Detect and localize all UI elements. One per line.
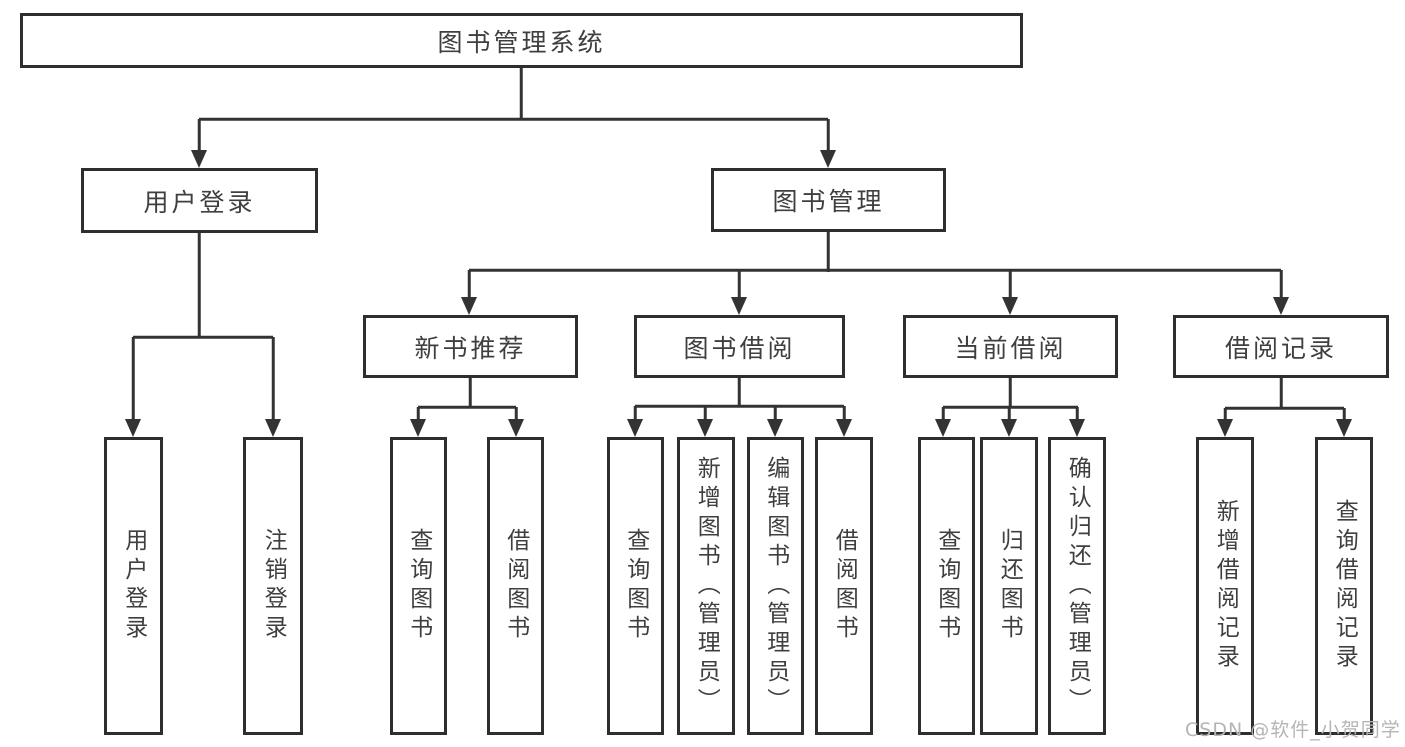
csdn-watermark: CSDN @软件_小贺同学	[1185, 719, 1401, 741]
leaf-label: 新增借阅记录	[1212, 499, 1239, 673]
leaf-label: 借阅图书	[502, 528, 529, 644]
leaf-add-borrow-record: 新增借阅记录	[1196, 437, 1254, 735]
connector-line	[941, 407, 945, 421]
leaf-label: 用户登录	[120, 528, 147, 644]
arrowhead-down	[508, 419, 524, 437]
node-label: 新书推荐	[414, 333, 527, 363]
connector-line	[1008, 270, 1012, 299]
connector-line	[1342, 408, 1346, 421]
arrowhead-down	[697, 419, 713, 437]
connector-line	[737, 270, 741, 299]
connector-line	[416, 407, 420, 421]
leaf-confirm-return-admin: 确认归还（管理员）	[1048, 437, 1106, 735]
leaf-query-borrow-record: 查询借阅记录	[1315, 437, 1373, 735]
arrowhead-down	[461, 297, 477, 315]
leaf-label: 查询借阅记录	[1331, 499, 1358, 673]
leaf-query-books: 查询图书	[607, 437, 664, 735]
connector-line	[633, 406, 637, 421]
connector-line	[271, 337, 275, 421]
connector-line	[1279, 378, 1283, 409]
connector-line	[197, 119, 201, 152]
connector-line	[467, 270, 471, 299]
leaf-label: 新增图书（管理员）	[693, 455, 720, 717]
connector-line	[519, 68, 523, 120]
node-borrow-record: 借阅记录	[1173, 315, 1389, 378]
connector-line	[469, 268, 1281, 272]
arrowhead-down	[731, 297, 747, 315]
leaf-label: 查询图书	[405, 528, 432, 644]
leaf-label: 查询图书	[933, 528, 960, 644]
connector-line	[1223, 408, 1227, 421]
connector-line	[197, 233, 201, 338]
node-label: 当前借阅	[954, 333, 1067, 363]
arrowhead-down	[125, 419, 141, 437]
leaf-label: 注销登录	[260, 528, 287, 644]
node-book-borrow: 图书借阅	[634, 315, 845, 378]
connector-line	[1007, 407, 1011, 421]
connector-line	[131, 337, 135, 421]
node-library-management-system: 图书管理系统	[20, 13, 1023, 68]
node-label: 借阅记录	[1224, 333, 1337, 363]
connector-line	[1075, 407, 1079, 421]
connector-line	[737, 378, 741, 407]
node-label: 图书管理系统	[437, 27, 606, 57]
arrowhead-down	[1336, 419, 1352, 437]
connector-line	[826, 119, 830, 152]
arrowhead-down	[1001, 419, 1017, 437]
leaf-label: 查询图书	[622, 528, 649, 644]
arrowhead-down	[410, 419, 426, 437]
arrowhead-down	[935, 419, 951, 437]
arrowhead-down	[836, 419, 852, 437]
connector-line	[1225, 406, 1344, 410]
leaf-logout: 注销登录	[243, 437, 303, 735]
connector-line	[418, 405, 516, 409]
connector-line	[703, 406, 707, 421]
arrowhead-down	[767, 419, 783, 437]
connector-line	[1279, 270, 1283, 299]
arrowhead-down	[1217, 419, 1233, 437]
connector-line	[199, 117, 828, 121]
leaf-label: 确认归还（管理员）	[1064, 455, 1091, 717]
node-label: 图书借阅	[683, 333, 796, 363]
connector-line	[514, 407, 518, 421]
arrowhead-down	[820, 150, 836, 168]
leaf-edit-books-admin: 编辑图书（管理员）	[747, 437, 804, 735]
node-book-management: 图书管理	[711, 168, 946, 232]
connector-line	[468, 378, 472, 408]
node-label: 用户登录	[143, 187, 256, 217]
leaf-return-books: 归还图书	[980, 437, 1038, 735]
arrowhead-down	[191, 150, 207, 168]
connector-line	[826, 232, 830, 272]
leaf-add-books-admin: 新增图书（管理员）	[677, 437, 735, 735]
node-user-login: 用户登录	[81, 168, 318, 233]
connector-line	[1008, 378, 1012, 408]
leaf-borrow-books: 借阅图书	[487, 437, 544, 735]
connector-line	[943, 405, 1078, 409]
arrowhead-down	[1069, 419, 1085, 437]
leaf-user-login: 用户登录	[104, 437, 163, 735]
leaf-label: 编辑图书（管理员）	[762, 455, 789, 717]
node-new-book-recommend: 新书推荐	[363, 315, 578, 378]
connector-line	[773, 406, 777, 421]
leaf-query-books: 查询图书	[918, 437, 975, 735]
leaf-query-books: 查询图书	[390, 437, 447, 735]
leaf-borrow-books: 借阅图书	[815, 437, 873, 735]
arrowhead-down	[627, 419, 643, 437]
connector-line	[133, 335, 273, 339]
node-label: 图书管理	[772, 187, 885, 216]
connector-line	[635, 404, 844, 408]
arrowhead-down	[265, 419, 281, 437]
arrowhead-down	[1273, 297, 1289, 315]
connector-line	[842, 406, 846, 421]
leaf-label: 归还图书	[996, 528, 1023, 644]
node-current-borrow: 当前借阅	[903, 315, 1118, 378]
arrowhead-down	[1002, 297, 1018, 315]
leaf-label: 借阅图书	[831, 528, 858, 644]
